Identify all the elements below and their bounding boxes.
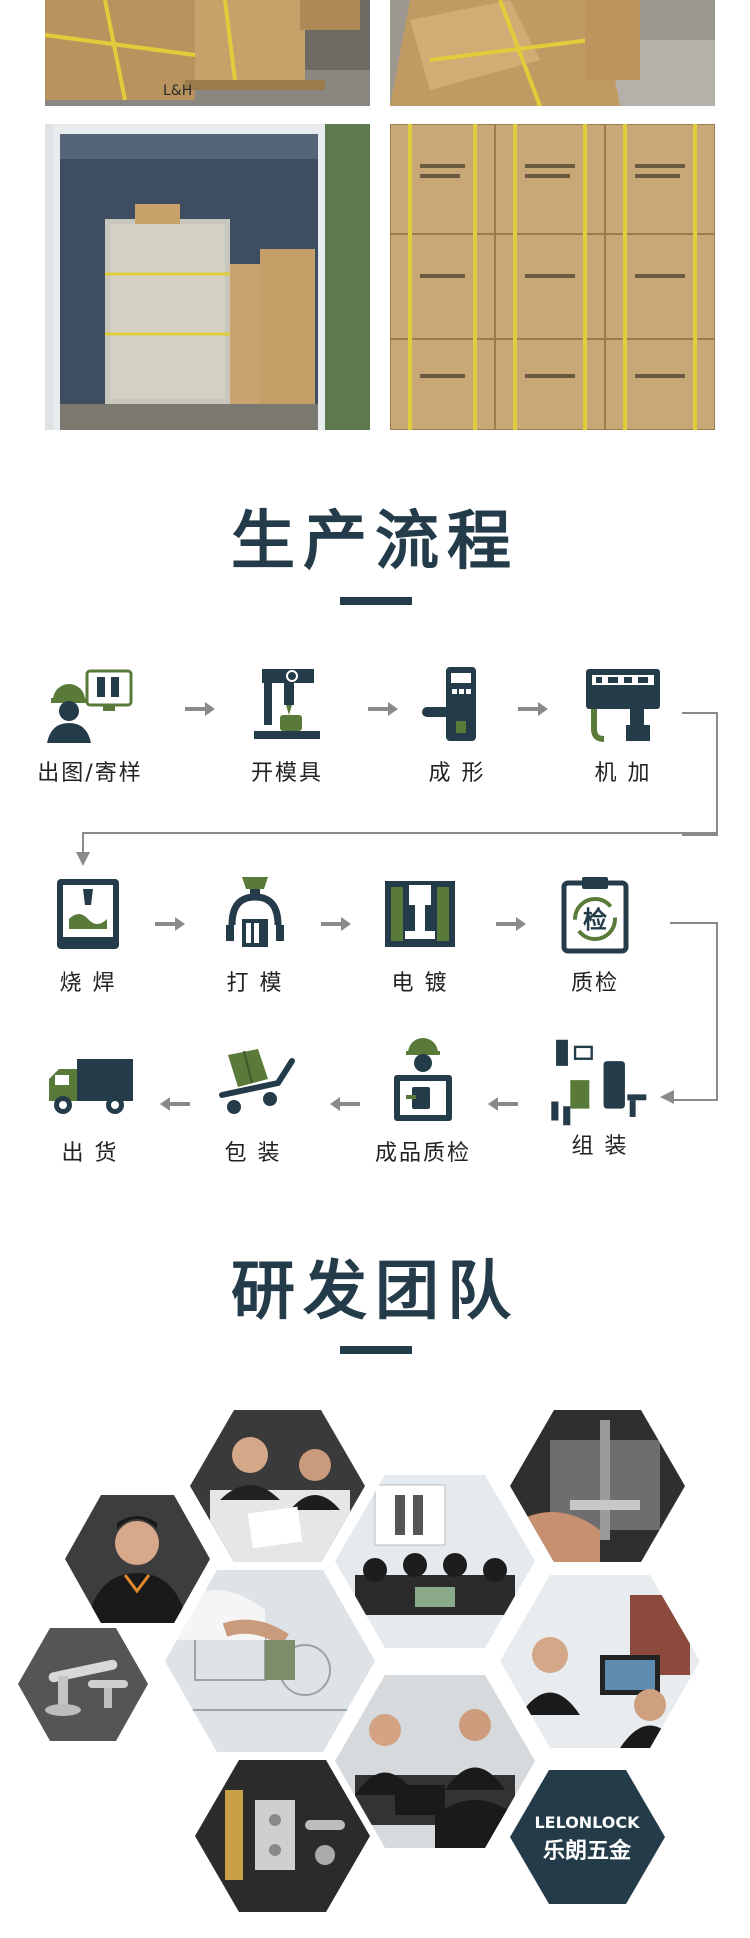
mold-press-icon [254,669,320,739]
welding-printer-icon [57,879,119,949]
team-photo-hex-6 [500,1575,700,1748]
step-drawing-sampling: 出图/寄样 [25,665,155,787]
container-loading-photo [45,124,370,430]
step-label: 烧 焊 [59,971,117,996]
arrow-left-icon [488,1097,518,1111]
step-label: 包 装 [224,1141,282,1166]
step-label: 机 加 [594,761,652,786]
team-photo-hex-3 [65,1495,210,1623]
arrow-down-icon [76,852,90,866]
brand-logo-hex: LELONLOCK 乐朗五金 [510,1770,665,1904]
brand-name-cn: 乐朗五金 [543,1838,632,1864]
arrow-right-icon [496,917,526,931]
team-photo-hex-7 [18,1628,148,1741]
step-machining: 机 加 [558,665,688,787]
step-label: 打 模 [226,971,284,996]
stacked-cartons-photo [390,124,715,430]
designer-monitor-icon [47,669,133,743]
step-shipping: 出 货 [25,1045,155,1167]
team-photo-hex-1 [190,1410,365,1562]
team-title-underline [340,1346,412,1354]
step-label: 成 形 [428,761,486,786]
team-photo-hex-8 [335,1675,535,1848]
arrow-left-icon [660,1090,674,1104]
step-quality-check: 检 质检 [530,875,660,997]
step-label: 开模具 [250,761,323,786]
team-title: 研发团队 [231,1255,519,1329]
inspect-char: 检 [583,906,607,934]
final-inspection-icon [394,1038,452,1121]
connector-line [82,832,84,854]
arrow-left-icon [160,1097,190,1111]
warehouse-photo-top-left: L&H [45,0,370,106]
arrow-right-icon [185,702,215,716]
step-label: 质检 [570,971,619,996]
brand-name-en: LELONLOCK [534,1813,640,1832]
arrow-right-icon [368,702,398,716]
quality-check-icon: 检 [561,877,629,954]
step-packing: 包 装 [188,1045,318,1167]
machining-icon [586,669,660,742]
step-forming: 成 形 [392,665,522,787]
production-title-underline [340,597,412,605]
arrow-left-icon [330,1097,360,1111]
step-electroplating: 电 镀 [355,875,485,997]
packing-trolley-icon [219,1049,295,1114]
arrow-right-icon [518,702,548,716]
arrow-right-icon [155,917,185,931]
step-label: 组 装 [571,1134,629,1159]
electroplating-icon [385,881,455,947]
step-label: 成品质检 [374,1141,471,1166]
production-title: 生产流程 [231,505,519,579]
connector-line [670,922,718,1101]
delivery-truck-icon [49,1059,133,1114]
step-final-inspection: 成品质检 [358,1035,488,1167]
forming-lock-icon [422,667,476,741]
step-mold-making: 开模具 [222,665,352,787]
step-label: 出 货 [61,1141,119,1166]
team-photo-hex-9 [195,1760,370,1912]
step-welding: 烧 焊 [23,875,153,997]
step-die-casting: 打 模 [190,875,320,997]
team-photo-hex-4 [335,1475,535,1648]
step-label: 出图/寄样 [37,761,143,786]
connector-line [82,832,718,834]
step-assembly: 组 装 [535,1039,665,1160]
box-label: L&H [163,83,192,99]
warehouse-photo-top-right [390,0,715,106]
team-photo-hex-2 [510,1410,685,1562]
arrow-right-icon [321,917,351,931]
step-label: 电 镀 [391,971,449,996]
team-photo-hex-5 [165,1570,375,1752]
polishing-claw-icon [226,877,284,947]
assembly-parts-icon [551,1039,647,1126]
connector-line [682,712,718,836]
